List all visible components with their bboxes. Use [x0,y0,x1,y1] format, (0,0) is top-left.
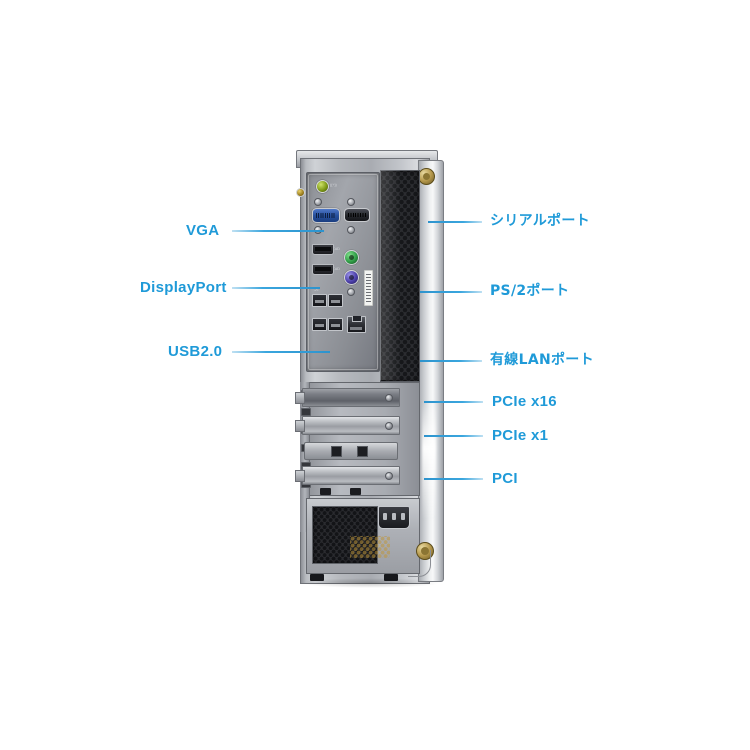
slot-cover-pcie-x16 [295,388,400,407]
ps2-mouse-port[interactable] [344,250,359,265]
callout-label-pci: PCI [492,470,518,487]
callout-label-vga: VGA [186,222,220,239]
chassis-foot-right [384,574,398,581]
serial-screwpost-top [347,198,355,206]
leader-line-pci [424,478,483,480]
usb-port-1[interactable] [312,294,327,307]
displayport-port-1[interactable] [312,244,334,255]
power-inlet-c14[interactable] [378,506,410,529]
usb-silk-1: ⎇ [314,287,319,292]
callout-label-displayport: DisplayPort [140,279,227,296]
callout-label-pcie-x1: PCIe x1 [492,427,549,444]
chassis-cable-loop [408,550,431,577]
io-shield-inner-edge [308,174,378,370]
usb-port-4[interactable] [328,318,343,331]
honeycomb-vent-grille [380,170,420,382]
leader-line-vga [232,230,324,232]
ps2-keyboard-port[interactable] [344,270,359,285]
leader-line-lan [420,360,482,362]
displayport-silk-2: ⇲D [334,266,340,271]
leader-line-pcie-x16 [424,401,483,403]
audio-jack-port[interactable] [316,180,329,193]
vga-port[interactable] [312,208,340,223]
leader-line-displayport [232,287,320,289]
chassis-foot-left [310,574,324,581]
audio-silk-label: ((+)) [330,182,337,187]
leader-line-serial [428,221,482,223]
psu-vent-warm-tint [350,536,390,558]
serial-number-sticker [364,270,373,306]
displayport-port-2[interactable] [312,264,334,275]
chassis-standoff-right [350,488,361,495]
serial-screwpost-bottom [347,226,355,234]
chassis-side-jack [296,188,305,197]
usb-port-2[interactable] [328,294,343,307]
leader-line-pcie-x1 [424,435,483,437]
leader-line-ps2 [420,291,482,293]
lan-rj45-port[interactable] [347,316,366,333]
vga-screwpost-top [314,198,322,206]
displayport-silk-1: ⇲D [334,246,340,251]
leader-line-usb20 [232,351,330,353]
pc-rear-chassis: ((+)) ⇲D ⇲D ⎇ [292,150,444,586]
drop-shadow [300,578,440,588]
callout-label-usb20: USB2.0 [168,343,223,360]
slot-bracket-card [304,442,398,460]
serial-port[interactable] [344,208,370,222]
rail-notch [301,408,311,416]
callout-label-pcie-x16: PCIe x16 [492,393,557,410]
callout-label-serial: シリアルポート [490,213,590,229]
vent-sheen [380,170,418,380]
chassis-standoff-left [320,488,331,495]
slot-cover-pci [295,466,400,485]
callout-label-lan: 有線LANポート [490,352,594,368]
side-panel-highlight [422,400,436,520]
thumbscrew-top[interactable] [418,168,435,185]
callout-label-ps2: PS/2ポート [490,283,570,299]
usb-port-3[interactable] [312,318,327,331]
io-screwpost-mid [347,288,355,296]
slot-cover-pcie-x1 [295,416,400,435]
